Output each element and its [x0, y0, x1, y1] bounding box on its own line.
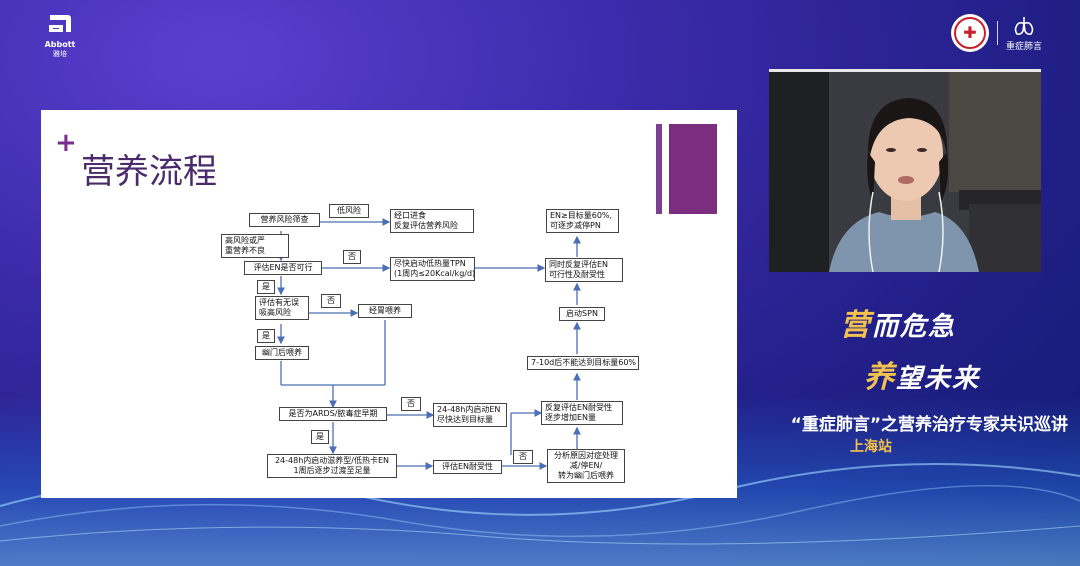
flow-node-text: 启动SPN: [566, 309, 598, 318]
flow-node-analyze-cause: 分析原因对症处理减/停EN/转为幽门后喂养: [547, 449, 625, 483]
flow-node-text: 1周后逐步过渡至足量: [293, 466, 371, 475]
flow-node-postpyloric-feeding: 幽门后喂养: [255, 346, 309, 360]
flow-node-text: 分析原因对症处理: [554, 451, 618, 460]
flow-node-increase-en: 反复评估EN耐受性逐步增加EN量: [541, 401, 623, 425]
flow-node-aspiration-risk: 评估有无误吸高风险: [255, 296, 309, 320]
speaker-video-feed: [769, 69, 1041, 272]
event-slogan: 营而危急 养望未来: [840, 300, 980, 396]
flow-label-text: 否: [348, 252, 356, 261]
flow-node-oral-intake: 经口进食反复评估营养风险: [390, 209, 474, 233]
tour-location: 上海站: [850, 439, 892, 455]
flow-node-en-feasible: 评估EN是否可行: [244, 261, 322, 275]
flow-label-text: 高风险或严: [225, 236, 265, 245]
lungs-icon: [1014, 16, 1034, 35]
flow-label-yes-3: 是: [311, 430, 329, 444]
flow-node-text: 评估EN耐受性: [441, 462, 494, 471]
flow-node-target-60: 7-10d后不能达到目标量60%: [527, 356, 639, 370]
flow-node-text: 转为幽门后喂养: [558, 471, 614, 480]
flow-node-text: 幽门后喂养: [262, 348, 302, 357]
flow-node-text: 是否为ARDS/脓毒症早期: [288, 409, 378, 418]
flow-node-text: 评估有无误: [259, 298, 299, 307]
flow-node-text: 可逐步减停PN: [550, 221, 601, 230]
slogan-line1-first-char: 营: [840, 308, 872, 343]
flow-node-text: 同时反复评估EN: [549, 260, 609, 269]
flow-node-wean-pn: EN≥目标量60%,可逐步减停PN: [546, 209, 619, 233]
abbott-logo: Abbott 雅培: [40, 12, 80, 59]
flow-node-gastric-feeding: 经胃喂养: [358, 304, 412, 318]
flow-node-text: 评估EN是否可行: [253, 263, 313, 272]
flow-label-high-risk: 高风险或严重营养不良: [221, 234, 289, 258]
flow-node-text: 减/停EN/: [569, 461, 603, 470]
flow-node-text: 7-10d后不能达到目标量60%: [531, 358, 637, 367]
flow-node-en-tolerance: 评估EN耐受性: [433, 460, 502, 474]
flow-node-text: 吸高风险: [259, 308, 291, 317]
flow-label-no-2: 否: [321, 294, 341, 308]
flow-label-yes-2: 是: [257, 329, 275, 343]
flow-label-text: 是: [262, 282, 270, 291]
slogan-line1-rest: 而危急: [872, 312, 957, 342]
flow-node-text: 尽快启动低热量TPN: [394, 259, 466, 268]
brand-logo-text: 重症肺言: [1005, 41, 1042, 52]
abbott-cn-name: 雅培: [53, 50, 67, 58]
flow-node-text: 24-48h内启动EN: [437, 405, 501, 414]
plus-icon: +: [55, 128, 77, 158]
flow-label-text: 低风险: [337, 206, 361, 215]
flow-node-nutrition-screening: 营养风险筛查: [249, 213, 320, 227]
flow-label-text: 是: [262, 331, 270, 340]
flow-node-start-spn: 启动SPN: [559, 307, 605, 321]
tour-title: “重症肺言”之营养治疗专家共识巡讲: [790, 415, 1068, 435]
flow-label-low-risk: 低风险: [329, 204, 369, 218]
flow-node-text: 尽快达到目标量: [437, 415, 493, 424]
flow-label-text: 否: [407, 399, 415, 408]
flow-node-text: 逐步增加EN量: [545, 413, 597, 422]
slogan-line2-first-char: 养: [864, 360, 896, 395]
slide-title: 营养流程: [81, 152, 217, 192]
flow-label-yes-1: 是: [257, 280, 275, 294]
flow-node-text: (1周内≤20Kcal/kg/d): [394, 269, 476, 278]
flow-node-text: 可行性及耐受性: [549, 270, 605, 279]
flow-node-text: 营养风险筛查: [260, 215, 309, 224]
slide-accent-bar-thick: [669, 124, 717, 214]
slide-accent-bar-thin: [656, 124, 662, 214]
abbott-mark-icon: [49, 15, 71, 32]
flow-label-no-4: 否: [513, 450, 533, 464]
flow-node-text: EN≥目标量60%,: [550, 211, 613, 220]
logo-separator: [996, 21, 998, 45]
flow-label-no-1: 否: [343, 250, 361, 264]
flow-node-text: 经口进食: [394, 211, 426, 220]
flow-label-text: 是: [316, 432, 324, 441]
flow-node-text: 反复评估营养风险: [394, 221, 458, 230]
speaker-video-image: [769, 72, 1041, 272]
flowchart-connectors: [277, 218, 581, 470]
brand-logo: 重症肺言: [1006, 15, 1042, 52]
flow-node-low-tpn: 尽快启动低热量TPN(1周内≤20Kcal/kg/d): [390, 257, 475, 281]
flow-label-text: 否: [519, 452, 527, 461]
partner-logos: ✚ 重症肺言: [950, 14, 1042, 52]
society-seal-icon: ✚: [950, 14, 989, 52]
flow-node-text: 经胃喂养: [369, 306, 401, 315]
slogan-line2-rest: 望未来: [896, 364, 981, 394]
flow-label-text: 否: [327, 296, 335, 305]
flow-label-text: 重营养不良: [225, 246, 265, 255]
abbott-name: Abbott: [44, 40, 76, 49]
flow-node-ards-sepsis: 是否为ARDS/脓毒症早期: [279, 407, 387, 421]
flow-label-no-3: 否: [401, 397, 421, 411]
flow-node-text: 24-48h内启动滋养型/低热卡EN: [274, 456, 390, 465]
flow-node-text: 反复评估EN耐受性: [545, 403, 613, 412]
presentation-slide: + 营养流程: [41, 110, 737, 498]
